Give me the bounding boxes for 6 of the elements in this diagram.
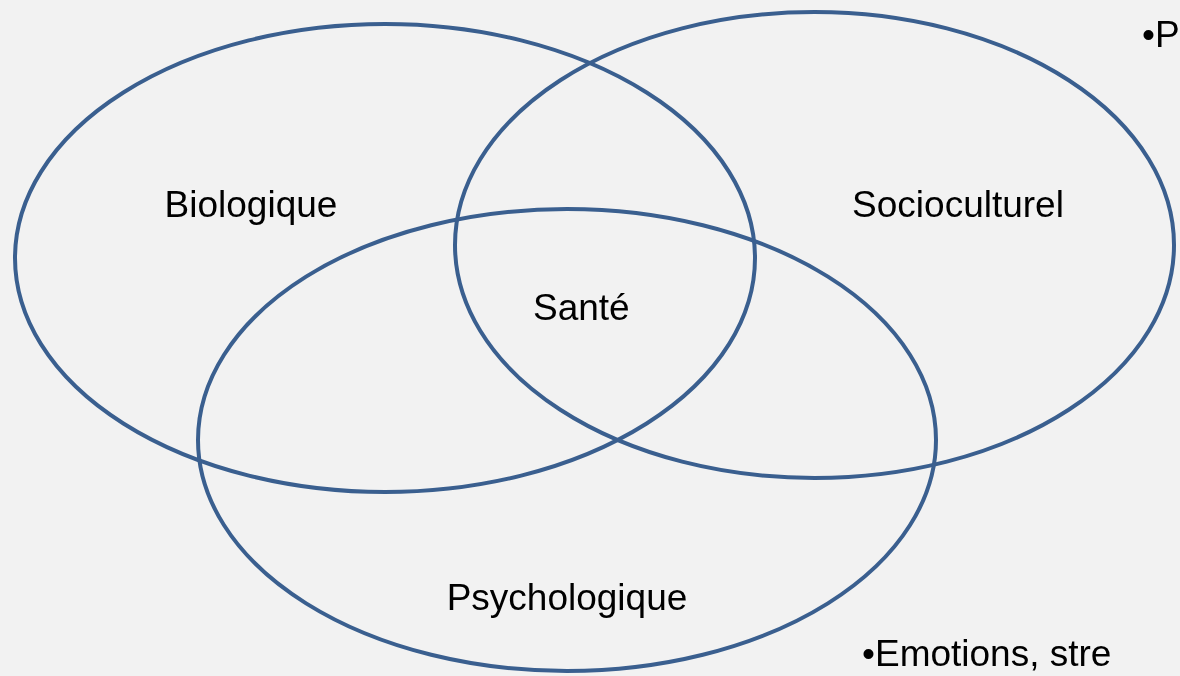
circle-label: Socioculturel	[852, 184, 1064, 226]
bullet-text: •P	[1142, 14, 1180, 56]
circle-label: Psychologique	[446, 577, 688, 619]
bullet-text: •Emotions, stre	[862, 633, 1112, 675]
center-label: Santé	[533, 287, 630, 329]
circle-label: Biologique	[164, 184, 338, 226]
